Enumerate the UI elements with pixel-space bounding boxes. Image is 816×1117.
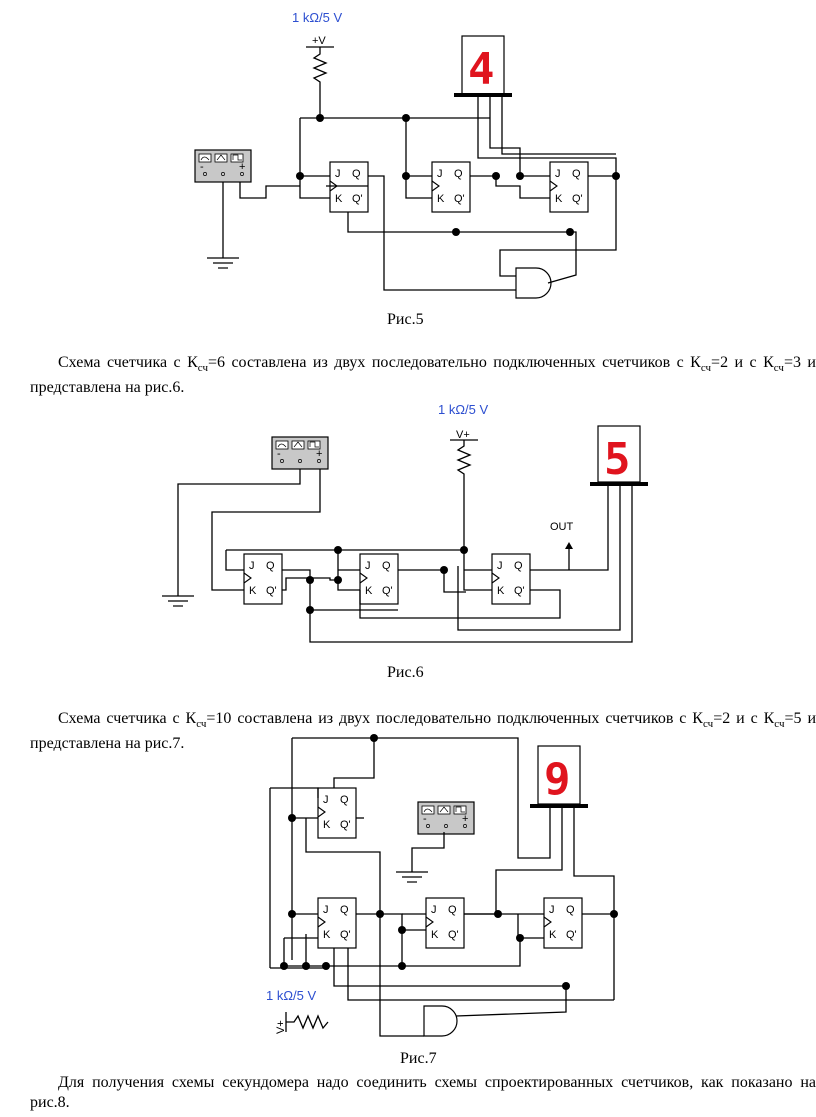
fig5-function-generator: - + bbox=[194, 149, 252, 183]
figure-6-caption: Рис.6 bbox=[387, 664, 424, 681]
svg-text:+: + bbox=[462, 813, 468, 825]
fig7-seven-segment-display bbox=[537, 745, 581, 805]
svg-text:Q: Q bbox=[566, 904, 575, 916]
fig7-display-digit: 9 bbox=[544, 754, 571, 805]
fig6-out-label: OUT bbox=[550, 521, 574, 533]
svg-text:Q': Q' bbox=[340, 929, 351, 941]
svg-text:J: J bbox=[437, 168, 443, 180]
svg-text:-: - bbox=[277, 448, 281, 460]
fig6-function-generator: - + bbox=[271, 436, 329, 470]
paragraph-counter-6: Схема счетчика с Ксч=6 составлена из дву… bbox=[30, 354, 816, 397]
fig6-supply-label: V+ bbox=[456, 429, 470, 441]
svg-text:Q: Q bbox=[340, 794, 349, 806]
svg-text:+: + bbox=[316, 448, 322, 460]
fig7-pullup-resistor bbox=[286, 1014, 329, 1030]
svg-text:K: K bbox=[437, 193, 445, 205]
fig6-resistor-label: 1 kΩ/5 V bbox=[438, 402, 489, 417]
svg-text:Q: Q bbox=[454, 168, 463, 180]
svg-text:Q': Q' bbox=[340, 819, 351, 831]
svg-text:+: + bbox=[239, 161, 245, 173]
svg-text:Q': Q' bbox=[566, 929, 577, 941]
fig5-jk-flipflop-1: J K Q Q' bbox=[329, 161, 369, 213]
fig6-seven-segment-display bbox=[597, 425, 641, 483]
paragraph-counter-10: Схема счетчика с Ксч=10 составлена из дв… bbox=[30, 710, 816, 753]
figure-7-circuit: 9 - + J K Q Q' J K Q Q' J K Q Q' J K Q Q' 1 kΩ/5… bbox=[266, 734, 618, 1037]
fig7-jk-flipflop-top: J K Q Q' bbox=[317, 787, 357, 839]
fig7-and-gate bbox=[423, 1005, 458, 1037]
svg-text:J: J bbox=[323, 904, 329, 916]
svg-text:Q': Q' bbox=[382, 585, 393, 597]
svg-text:K: K bbox=[249, 585, 257, 597]
fig7-jk-flipflop-3: J K Q Q' bbox=[543, 897, 583, 949]
svg-text:-: - bbox=[200, 161, 204, 173]
fig5-jk-flipflop-2: J K Q Q' bbox=[431, 161, 471, 213]
fig5-display-digit: 4 bbox=[468, 44, 495, 95]
svg-text:K: K bbox=[497, 585, 505, 597]
svg-text:Q': Q' bbox=[572, 193, 583, 205]
svg-text:Q: Q bbox=[382, 560, 391, 572]
svg-text:K: K bbox=[555, 193, 563, 205]
figure-7-caption: Рис.7 bbox=[400, 1050, 437, 1067]
svg-text:Q': Q' bbox=[352, 193, 363, 205]
svg-text:J: J bbox=[323, 794, 329, 806]
svg-text:Q': Q' bbox=[514, 585, 525, 597]
svg-text:J: J bbox=[497, 560, 503, 572]
fig5-jk-flipflop-3: J K Q Q' bbox=[549, 161, 589, 213]
svg-text:Q': Q' bbox=[266, 585, 277, 597]
fig6-pullup-resistor bbox=[456, 440, 472, 550]
svg-text:J: J bbox=[249, 560, 255, 572]
fig6-jk-flipflop-1: J K Q Q' bbox=[243, 553, 283, 605]
svg-text:Q': Q' bbox=[454, 193, 465, 205]
figure-5-caption: Рис.5 bbox=[387, 311, 424, 328]
fig5-pullup-resistor bbox=[312, 47, 328, 118]
svg-text:J: J bbox=[335, 168, 341, 180]
svg-text:K: K bbox=[549, 929, 557, 941]
svg-text:Q: Q bbox=[448, 904, 457, 916]
fig5-supply-label: +V bbox=[312, 35, 326, 47]
svg-text:J: J bbox=[549, 904, 555, 916]
fig7-supply-label: V+ bbox=[275, 1020, 287, 1034]
svg-text:J: J bbox=[365, 560, 371, 572]
svg-text:Q': Q' bbox=[448, 929, 459, 941]
fig7-jk-flipflop-1: J K Q Q' bbox=[317, 897, 357, 949]
svg-text:K: K bbox=[431, 929, 439, 941]
fig5-resistor-label: 1 kΩ/5 V bbox=[292, 10, 343, 25]
fig6-display-digit: 5 bbox=[604, 434, 631, 485]
figure-6-circuit: 1 kΩ/5 V V+ 5 - + J K Q Q' J K Q Q' J K Q Q' O… bbox=[161, 402, 648, 643]
svg-text:K: K bbox=[323, 929, 331, 941]
fig7-function-generator: - + bbox=[417, 801, 475, 835]
svg-text:Q: Q bbox=[352, 168, 361, 180]
svg-text:Q: Q bbox=[514, 560, 523, 572]
fig6-jk-flipflop-3: J K Q Q' bbox=[491, 553, 531, 605]
svg-text:-: - bbox=[423, 813, 427, 825]
svg-text:J: J bbox=[555, 168, 561, 180]
fig7-jk-flipflop-2: J K Q Q' bbox=[425, 897, 465, 949]
svg-text:K: K bbox=[365, 585, 373, 597]
svg-text:Q: Q bbox=[340, 904, 349, 916]
fig6-jk-flipflop-2: J K Q Q' bbox=[359, 553, 399, 605]
svg-text:K: K bbox=[335, 193, 343, 205]
fig7-resistor-label: 1 kΩ/5 V bbox=[266, 988, 317, 1003]
svg-text:Q: Q bbox=[266, 560, 275, 572]
svg-text:Q: Q bbox=[572, 168, 581, 180]
fig5-and-gate bbox=[515, 267, 552, 299]
svg-text:J: J bbox=[431, 904, 437, 916]
paragraph-stopwatch: Для получения схемы секундомера надо сое… bbox=[30, 1074, 816, 1111]
svg-text:K: K bbox=[323, 819, 331, 831]
figure-5-circuit: 1 kΩ/5 V +V 4 - + J K Q Q' J K Q Q' J K Q Q' bbox=[194, 10, 620, 299]
